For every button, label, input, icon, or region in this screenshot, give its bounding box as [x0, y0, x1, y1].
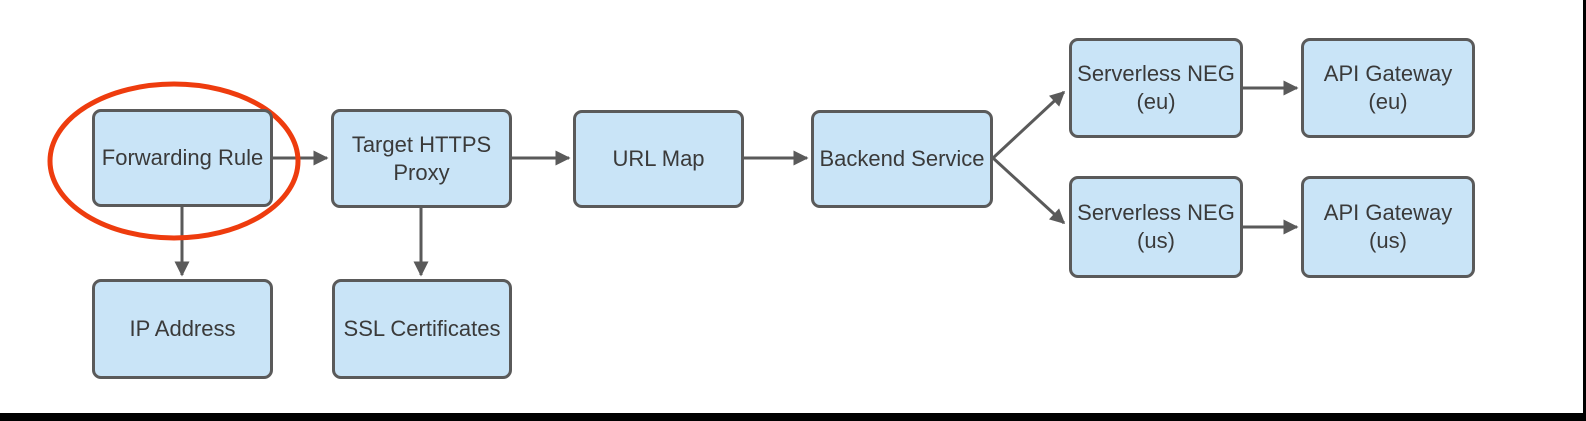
- node-api-gateway-us: API Gateway (us): [1301, 176, 1475, 278]
- node-label: API Gateway (us): [1323, 200, 1453, 253]
- node-forwarding-rule: Forwarding Rule: [92, 109, 273, 207]
- node-label: IP Address: [129, 316, 236, 341]
- window-frame-bottom: [0, 413, 1586, 421]
- node-serverless-neg-eu: Serverless NEG (eu): [1069, 38, 1243, 138]
- node-label: Serverless NEG (eu): [1077, 61, 1235, 114]
- node-target-https-proxy: Target HTTPS Proxy: [331, 109, 512, 208]
- node-url-map: URL Map: [573, 110, 744, 208]
- node-label: Forwarding Rule: [101, 145, 264, 170]
- node-ssl-certificates: SSL Certificates: [332, 279, 512, 379]
- node-api-gateway-eu: API Gateway (eu): [1301, 38, 1475, 138]
- node-label: URL Map: [612, 146, 705, 171]
- node-label: Serverless NEG (us): [1077, 200, 1235, 253]
- node-label: Backend Service: [819, 146, 985, 171]
- node-ip-address: IP Address: [92, 279, 273, 379]
- window-frame-right: [1583, 0, 1586, 421]
- node-label: API Gateway (eu): [1323, 61, 1453, 114]
- node-label: SSL Certificates: [343, 316, 501, 341]
- node-backend-service: Backend Service: [811, 110, 993, 208]
- edge-backend-to-neg-us: [991, 156, 1066, 225]
- edge-backend-to-neg-eu: [991, 90, 1066, 160]
- node-serverless-neg-us: Serverless NEG (us): [1069, 176, 1243, 278]
- node-label: Target HTTPS Proxy: [351, 131, 492, 185]
